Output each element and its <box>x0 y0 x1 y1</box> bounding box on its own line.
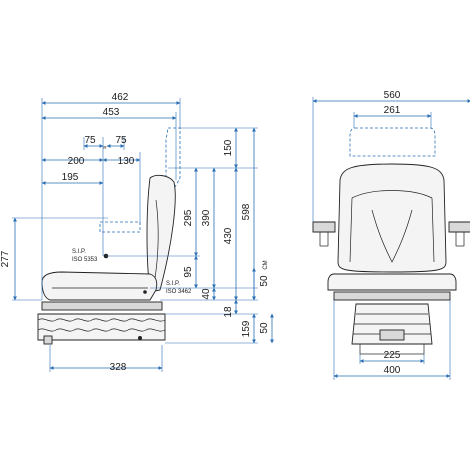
sip-3462-point <box>143 290 147 294</box>
dim-mid-label: R <box>103 145 107 150</box>
front-backrest <box>337 163 447 273</box>
front-rail <box>333 291 451 301</box>
dim-195-label: 195 <box>62 172 79 183</box>
sip-3462-line2: ISO 3462 <box>166 289 192 295</box>
dim-430-label: 430 <box>223 227 234 244</box>
dim-18-label: 18 <box>223 306 234 318</box>
sip-5353-line1: S.I.P. <box>72 249 86 255</box>
front-knob <box>379 329 405 341</box>
dim-277-label: 277 <box>0 250 11 267</box>
sip-5353-line2: ISO 5353 <box>72 257 98 263</box>
suspension-base <box>37 313 166 341</box>
dim-40-label: 40 <box>201 288 212 300</box>
lever-knob <box>43 335 53 345</box>
bellows-top <box>37 318 166 322</box>
sip-3462-line1: S.I.P. <box>166 281 180 287</box>
dim-50-stroke-label: 50 <box>259 322 270 334</box>
dim-295-label: 295 <box>183 209 194 226</box>
front-right-armrest-post <box>455 231 465 247</box>
dim-560-label: 560 <box>384 90 401 101</box>
dim-130-label: 130 <box>118 156 135 167</box>
dim-598-label: 598 <box>241 203 252 220</box>
front-dims: 560 261 225 400 <box>312 90 470 378</box>
dim-261-label: 261 <box>384 105 401 116</box>
front-headrest-outline <box>349 127 436 157</box>
dim-225-label: 225 <box>384 350 401 361</box>
front-left-armrest <box>312 221 336 233</box>
dim-cm-unit: CM <box>263 260 269 269</box>
side-seat-outline <box>37 127 181 345</box>
front-back-seam-left <box>349 197 353 263</box>
front-back-seam-top <box>351 190 433 199</box>
side-vertical-dims: 277 150 295 390 430 598 95 40 50 CM 18 1… <box>0 127 274 344</box>
dim-200-label: 200 <box>68 156 85 167</box>
front-right-armrest <box>448 221 470 233</box>
front-back-seam-center <box>371 209 413 263</box>
front-cushion <box>327 273 457 291</box>
adjust-knob <box>138 336 142 340</box>
dim-95-label: 95 <box>183 266 194 278</box>
dim-462-label: 462 <box>112 92 129 103</box>
backrest-side <box>146 174 176 293</box>
armrest-outline <box>99 221 141 233</box>
side-view: 462 453 75 R 75 200 130 195 328 277 150 <box>0 92 274 373</box>
front-back-seam-right <box>431 197 435 263</box>
front-left-armrest-post <box>319 231 329 247</box>
front-seat-outline <box>312 127 470 355</box>
front-base-plate <box>359 343 425 355</box>
dim-150-label: 150 <box>223 139 234 156</box>
dim-159-label: 159 <box>241 320 252 337</box>
dim-328-label: 328 <box>110 362 127 373</box>
dim-50-travel-label: 50 <box>259 275 270 287</box>
dim-75-right-label: 75 <box>115 135 127 146</box>
bellows-bottom <box>37 328 166 332</box>
dim-453-label: 453 <box>103 107 120 118</box>
seat-cushion-side <box>41 271 158 301</box>
dim-75-left-label: 75 <box>84 135 96 146</box>
front-view: 560 261 225 400 <box>312 90 470 380</box>
sip-labels: S.I.P. ISO 5353 S.I.P. ISO 3462 <box>72 249 192 295</box>
dim-400-label: 400 <box>384 365 401 376</box>
dim-390-label: 390 <box>201 209 212 226</box>
side-horizontal-dims: 462 453 75 R 75 200 130 195 328 <box>41 92 181 373</box>
slide-rail <box>41 301 163 311</box>
